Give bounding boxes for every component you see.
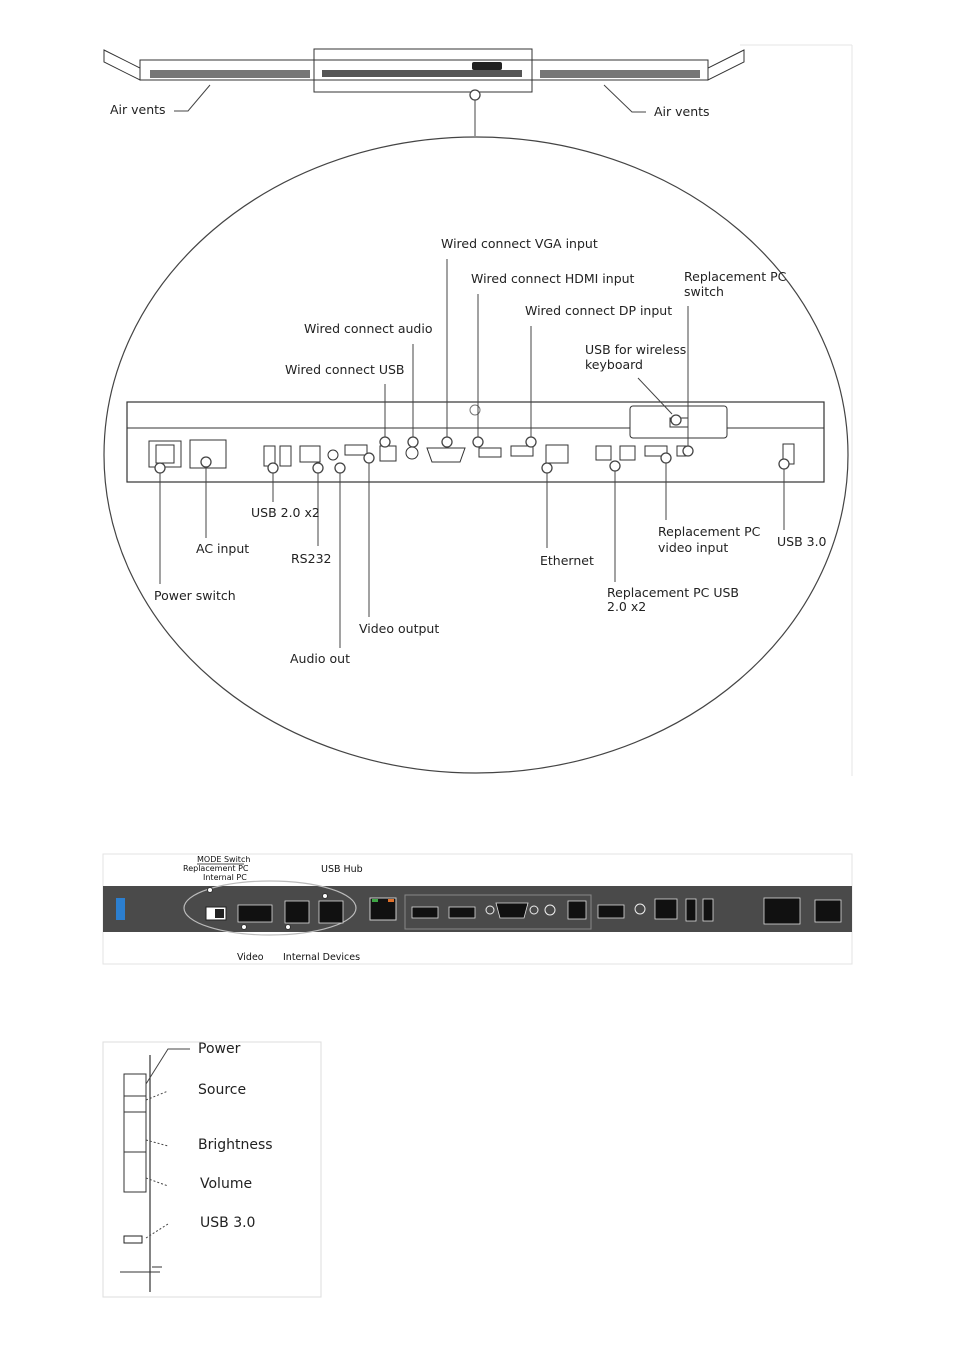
rpc-usb-port-1 [595, 445, 612, 461]
hub-usb-b-port-1 [284, 900, 310, 924]
rpc-video-port [644, 445, 668, 457]
wired-audio-port [405, 446, 419, 460]
side-power-label: Power [198, 1041, 241, 1057]
replacement-pc-label: Replacement PC [183, 864, 249, 873]
upper-leaders [379, 259, 694, 457]
device-edge-strip [103, 48, 745, 93]
label-rs232: RS232 [291, 551, 331, 566]
wired-connect-group [404, 894, 592, 930]
label-audio-out: Audio out [290, 651, 350, 666]
label-rpc-usb-2: 2.0 x2 [607, 599, 646, 614]
label-ac-input: AC input [196, 541, 249, 556]
hub-video-port [237, 904, 273, 923]
label-usb-wireless-1: USB for wireless [585, 342, 686, 357]
side-usb30-label: USB 3.0 [200, 1215, 255, 1231]
hdmi-port [478, 447, 502, 458]
audio-out-port [327, 449, 339, 461]
label-usb-wireless-2: keyboard [585, 357, 643, 372]
wired-usb-port [379, 445, 397, 462]
label-ethernet: Ethernet [540, 553, 594, 568]
label-audio: Wired connect audio [304, 321, 432, 336]
usb3-blue-port [116, 898, 125, 920]
side-volume-label: Volume [200, 1176, 252, 1192]
rs232-port [299, 445, 321, 463]
side-brightness-label: Brightness [198, 1137, 273, 1153]
highlight-ellipse [183, 880, 357, 936]
ethernet-port-dark [369, 897, 397, 921]
usb-hub-label: USB Hub [321, 864, 363, 875]
label-vga: Wired connect VGA input [441, 236, 598, 251]
side-panel: Power Source Brightness Volume USB 3.0 [102, 1041, 322, 1298]
middle-panel: MODE Switch Replacement PC Internal PC U… [102, 853, 853, 965]
label-rpc-switch-2: switch [684, 284, 724, 299]
top-diagram: Air vents Air vents [103, 44, 853, 776]
label-rpc-video-1: Replacement PC [658, 524, 761, 539]
side-usb30-port [123, 1235, 143, 1244]
rpc-usb-port-2 [619, 445, 636, 461]
side-source-label: Source [198, 1082, 246, 1098]
internal-devices-label: Internal Devices [283, 952, 360, 963]
power-leader [145, 1048, 190, 1085]
usb20-port-2 [279, 445, 292, 467]
ethernet-port [545, 444, 569, 464]
label-dp: Wired connect DP input [525, 303, 672, 318]
power-switch-dark [814, 899, 842, 923]
dark-port-strip [103, 886, 852, 932]
label-rpc-switch-1: Replacement PC [684, 269, 787, 284]
dp-port [510, 445, 534, 457]
video-label: Video [237, 952, 264, 963]
air-vents-right-label: Air vents [654, 104, 710, 119]
air-vents-left-leader [174, 84, 211, 112]
mode-switch-label: MODE Switch [197, 855, 250, 864]
air-vents-right-leader [603, 84, 646, 113]
label-rpc-usb-1: Replacement PC USB [607, 585, 739, 600]
label-usb30: USB 3.0 [777, 534, 827, 549]
zoom-ellipse [103, 136, 849, 774]
vga-port [426, 447, 466, 463]
ac-inlet-dark [763, 897, 801, 925]
video-output-port [344, 444, 368, 456]
label-hdmi: Wired connect HDMI input [471, 271, 635, 286]
label-wired-usb: Wired connect USB [285, 362, 404, 377]
label-usb20x2: USB 2.0 x2 [251, 505, 320, 520]
hub-usb-b-port-2 [318, 900, 344, 924]
lower-leaders [154, 452, 790, 648]
label-power-switch: Power switch [154, 588, 236, 603]
label-video-output: Video output [359, 621, 439, 636]
label-rpc-video-2: video input [658, 540, 728, 555]
air-vents-left-label: Air vents [110, 102, 166, 117]
zoom-origin-dot [469, 89, 481, 101]
internal-pc-label: Internal PC [203, 873, 247, 882]
